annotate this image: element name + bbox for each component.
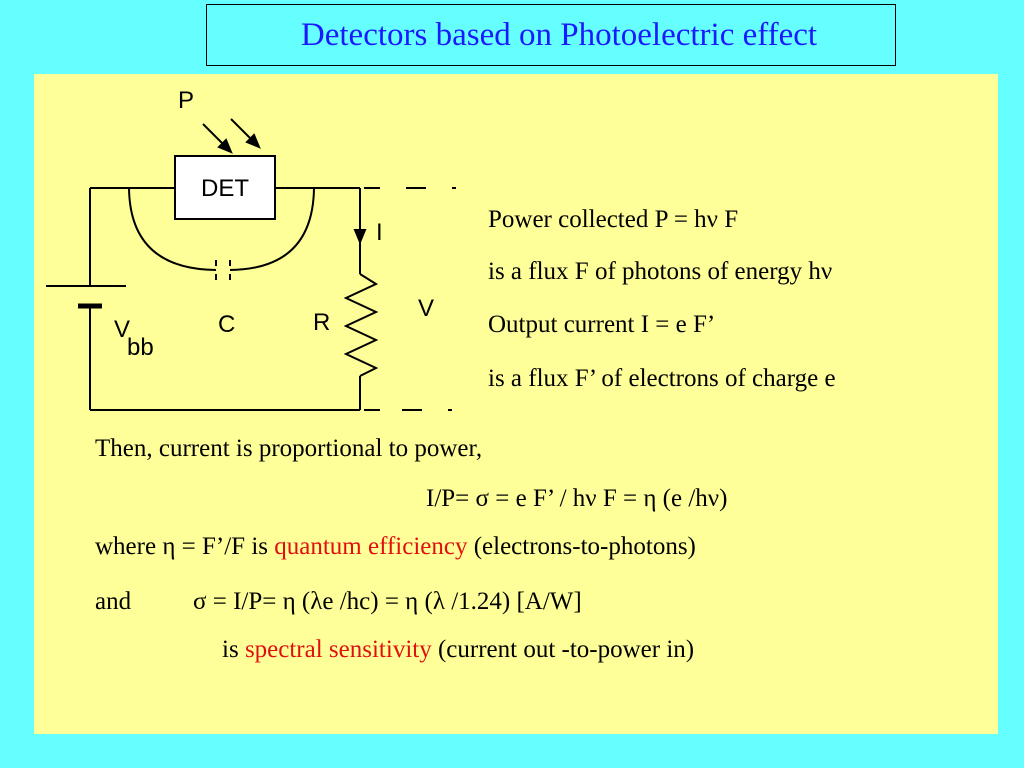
- body-text-line-3: where η = F’/F is quantum efficiency (el…: [95, 532, 696, 562]
- body-text-line-5-post: (current out -to-power in): [431, 636, 695, 663]
- bias-voltage-subscript: bb: [127, 334, 154, 361]
- quantum-efficiency-term: quantum efficiency: [274, 533, 468, 560]
- current-label: I: [376, 219, 383, 246]
- slide-title: Detectors based on Photoelectric effect: [300, 16, 818, 53]
- photon-arrows: [202, 118, 261, 154]
- body-equation-2: σ = I/P= η (λe /hc) = η (λ /1.24) [A/W]: [193, 588, 582, 615]
- body-equation-1: I/P= σ = e F’ / hν F = η (e /hν): [426, 485, 728, 512]
- side-text-line-1: Power collected P = hν F: [488, 206, 739, 233]
- body-text-line-3-pre: where η = F’/F is: [95, 533, 275, 560]
- content-panel: DET P I V C R V bb Power collected P = h…: [34, 74, 998, 734]
- side-text-line-3: Output current I = e F’: [488, 311, 716, 338]
- resistor-label: R: [313, 309, 330, 336]
- capacitor-label: C: [218, 311, 235, 338]
- body-text-line-3-post: (electrons-to-photons): [467, 533, 696, 560]
- side-text-line-4: is a flux F’ of electrons of charge e: [488, 365, 836, 392]
- body-text-line-5-pre: is: [222, 636, 245, 663]
- circuit-wires: [89, 187, 456, 411]
- current-arrow: [353, 210, 367, 245]
- capacitor-symbol: [215, 260, 231, 280]
- resistor-symbol: [343, 273, 379, 377]
- body-text-line-5: is spectral sensitivity (current out -to…: [222, 635, 694, 665]
- detector-box: [174, 155, 276, 220]
- body-text-and: and: [95, 588, 132, 615]
- circuit-diagram: DET P I V C R V bb: [46, 87, 456, 411]
- body-text-line-1: Then, current is proportional to power,: [95, 435, 483, 462]
- battery-symbol: [46, 285, 126, 309]
- title-box: Detectors based on Photoelectric effect: [206, 4, 896, 66]
- power-label: P: [178, 87, 194, 114]
- bias-voltage-label: V: [114, 316, 130, 343]
- spectral-sensitivity-term: spectral sensitivity: [244, 636, 432, 663]
- detector-label: DET: [201, 175, 249, 202]
- side-text-line-2: is a flux F of photons of energy hν: [488, 258, 833, 285]
- voltage-label: V: [418, 295, 434, 322]
